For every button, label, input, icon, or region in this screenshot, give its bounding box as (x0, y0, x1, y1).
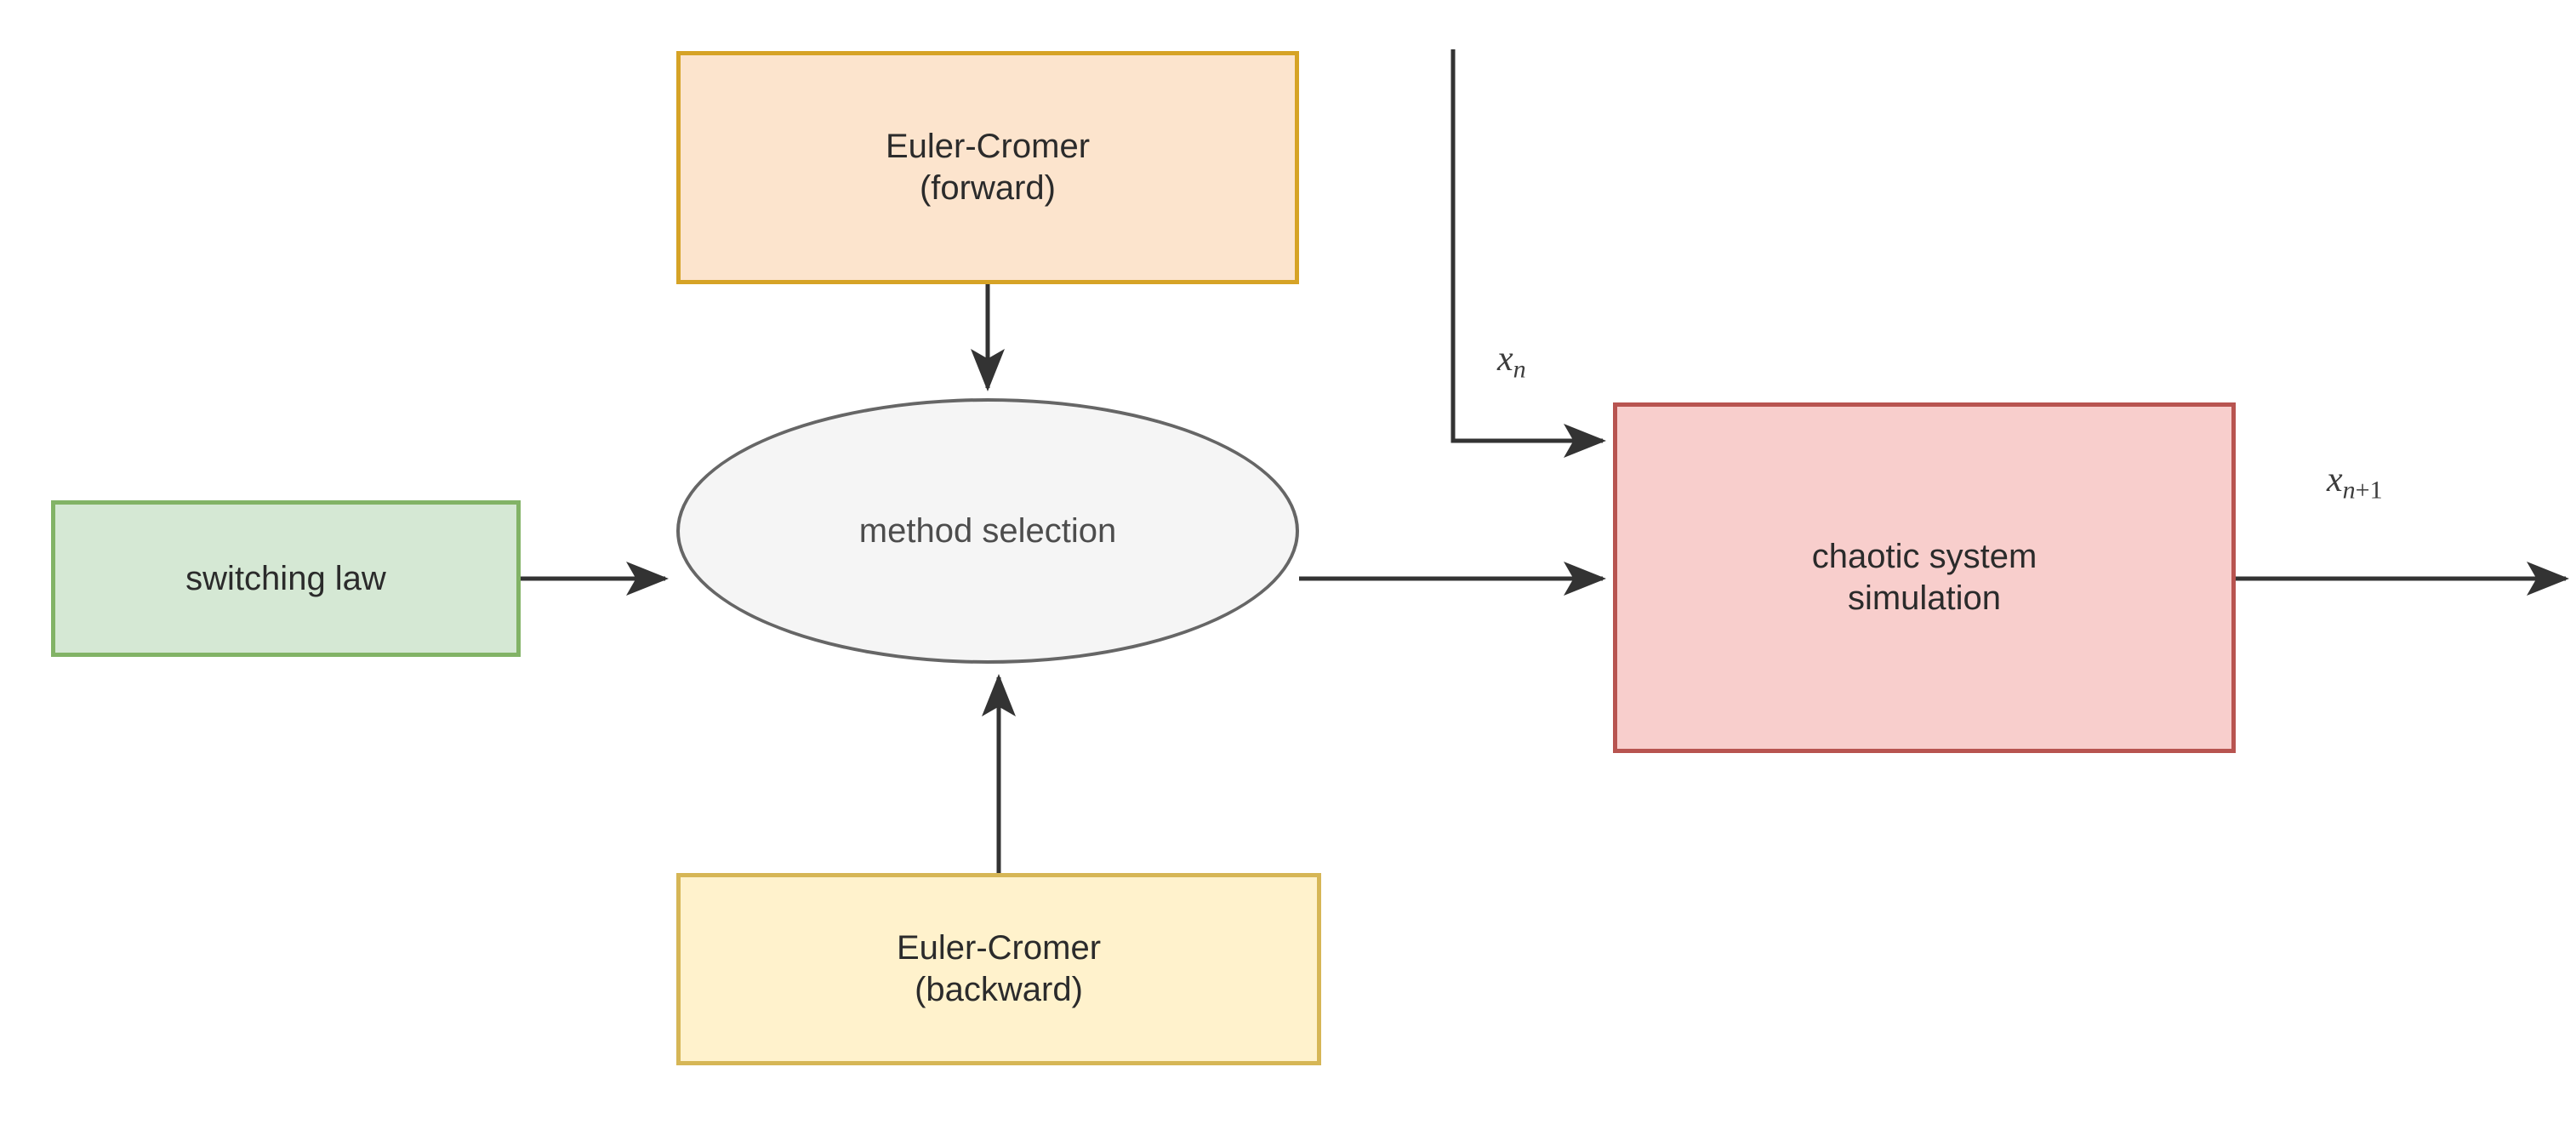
edge-feedback-xn (1450, 49, 1607, 458)
node-euler-cromer-forward[interactable]: Euler-Cromer (forward) (676, 51, 1299, 284)
node-euler-cromer-backward-label: Euler-Cromer (backward) (896, 929, 1102, 1008)
edge-label-xn1-subscript: n (2342, 476, 2356, 505)
node-method-selection[interactable]: method selection (676, 398, 1299, 664)
edge-label-xn1: xn+1 (2327, 459, 2383, 505)
node-euler-cromer-forward-label: Euler-Cromer (forward) (885, 128, 1091, 207)
node-switching-law-label: switching law (185, 559, 386, 597)
edge-label-xn1-subscript-suffix: +1 (2355, 476, 2383, 505)
node-switching-law[interactable]: switching law (51, 500, 521, 657)
edge-label-xn-subscript: n (1513, 355, 1526, 384)
node-chaotic-system-simulation[interactable]: chaotic system simulation (1613, 402, 2236, 753)
node-method-selection-label: method selection (858, 511, 1117, 550)
node-chaotic-system-simulation-label: chaotic system simulation (1811, 538, 2037, 617)
edge-label-xn-base: x (1497, 340, 1513, 379)
edge-label-xn: xn (1497, 339, 1526, 385)
node-euler-cromer-backward[interactable]: Euler-Cromer (backward) (676, 873, 1321, 1065)
edge-label-xn1-base: x (2327, 460, 2343, 499)
